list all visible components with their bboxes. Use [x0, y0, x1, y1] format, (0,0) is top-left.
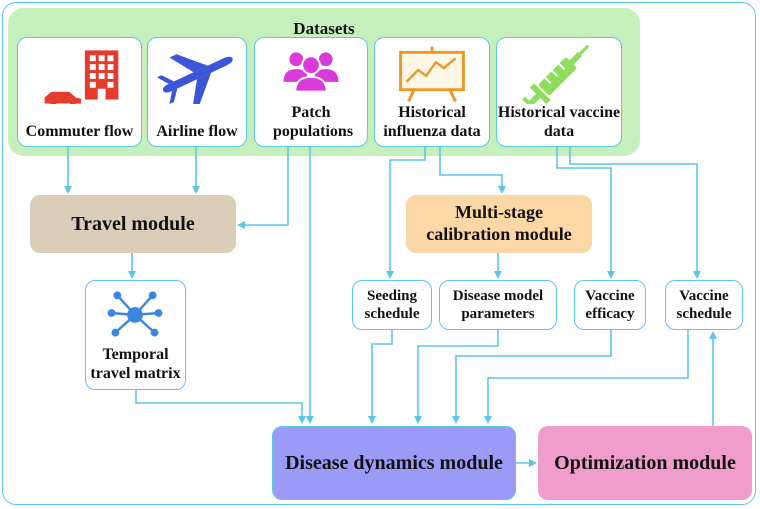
airplane-icon: [157, 54, 233, 104]
optimization-module: Optimization module: [538, 426, 752, 500]
arrow-vaccine-to-efficacy: [556, 147, 615, 279]
arrow-patch-to-travel: [237, 147, 289, 229]
seeding-schedule-box: Seeding schedule: [352, 280, 432, 330]
vaccine-schedule-label: Vaccine schedule: [676, 288, 732, 322]
syringe-icon: [522, 44, 590, 104]
people-group-icon: [283, 52, 339, 93]
arrow-seeding-to-disease: [368, 330, 393, 424]
arrow-schedule-to-disease: [484, 330, 689, 424]
airline-flow-label: Airline flow: [156, 122, 238, 140]
line-chart-board-icon: [399, 46, 465, 103]
historical-vaccine-box: Historical vaccine data: [496, 37, 622, 147]
vaccine-efficacy-label: Vaccine efficacy: [585, 288, 635, 322]
disease-dynamics-module-label: Disease dynamics module: [285, 451, 503, 474]
disease-dynamics-module: Disease dynamics module: [272, 426, 516, 500]
datasets-title: Datasets: [293, 19, 355, 38]
airline-flow-box: Airline flow: [147, 37, 247, 147]
building-car-icon: [44, 50, 119, 104]
historical-influenza-label: Historical influenza data: [383, 103, 481, 140]
arrow-vaccine-to-schedule: [569, 147, 701, 279]
seeding-schedule-label: Seeding schedule: [364, 288, 420, 322]
patch-populations-box: Patch populations: [254, 37, 368, 147]
disease-model-parameters-label: Disease model parameters: [452, 288, 544, 322]
temporal-travel-matrix-label: Temporal travel matrix: [90, 345, 181, 382]
commuter-flow-label: Commuter flow: [25, 122, 134, 140]
arrow-influenza-to-seeding: [386, 147, 426, 279]
arrow-influenza-to-calibration: [439, 147, 506, 194]
travel-module: Travel module: [30, 195, 236, 253]
network-graph-icon: [107, 291, 163, 337]
disease-model-parameters-box: Disease model parameters: [439, 280, 557, 330]
travel-module-label: Travel module: [71, 212, 195, 235]
vaccine-schedule-box: Vaccine schedule: [665, 280, 743, 330]
arrow-matrix-to-disease: [135, 390, 306, 424]
temporal-travel-matrix-box: Temporal travel matrix: [85, 280, 186, 390]
historical-influenza-box: Historical influenza data: [374, 37, 490, 147]
optimization-module-label: Optimization module: [554, 451, 736, 474]
historical-vaccine-label: Historical vaccine data: [497, 103, 621, 140]
arrow-efficacy-to-disease: [452, 330, 612, 424]
calibration-module: Multi-stage calibration module: [406, 195, 592, 253]
patch-populations-label: Patch populations: [273, 103, 354, 140]
calibration-module-label: Multi-stage calibration module: [426, 202, 572, 244]
arrow-params-to-disease: [414, 330, 499, 424]
commuter-flow-box: Commuter flow: [17, 37, 142, 147]
vaccine-efficacy-box: Vaccine efficacy: [574, 280, 646, 330]
